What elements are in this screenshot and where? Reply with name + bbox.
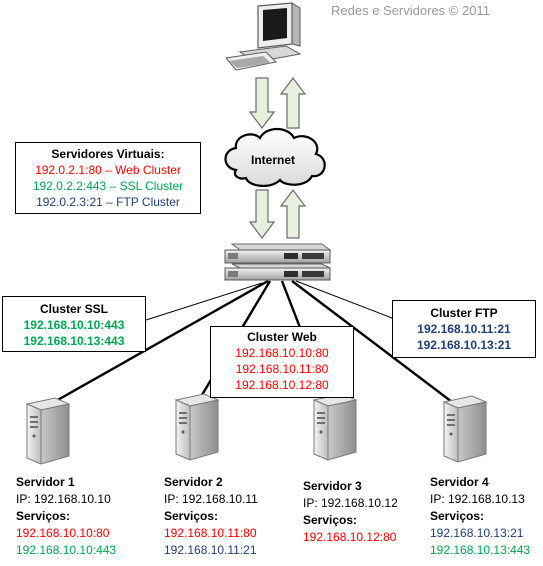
link-cluster-ssl (145, 282, 263, 321)
service-entry: 192.168.10.10:80 (16, 526, 110, 540)
cluster-web-ip: 192.168.10.12:80 (235, 378, 329, 392)
internet-cloud-icon (224, 127, 326, 187)
server-tower-icon (175, 393, 219, 461)
cluster-web-ip: 192.168.10.11:80 (235, 362, 329, 376)
service-entry: 192.168.10.12:80 (303, 530, 397, 544)
watermark-text: Redes e Servidores © 2011 (331, 3, 490, 18)
cluster-ssl-title: Cluster SSL (39, 302, 108, 316)
server-name: Servidor 2 (164, 475, 223, 489)
server-ip: IP: 192.168.10.10 (16, 492, 111, 506)
service-entry: 192.168.10.13:443 (430, 543, 531, 557)
cluster-ftp-ip: 192.168.10.11:21 (417, 322, 511, 336)
service-entry: 192.168.10.10:443 (16, 543, 117, 557)
server-4-info: Servidor 4 IP: 192.168.10.13 Serviços: 1… (430, 474, 530, 559)
cluster-ssl-ip: 192.168.10.13:443 (23, 334, 125, 348)
service-entry: 192.168.10.13:21 (430, 526, 524, 540)
arrow-up-icon (279, 189, 307, 239)
services-label: Serviços: (430, 509, 485, 523)
server-2-info: Servidor 2 IP: 192.168.10.11 Serviços: 1… (164, 474, 258, 559)
arrow-down-icon (248, 189, 276, 239)
services-label: Serviços: (303, 513, 358, 527)
cluster-web-box: Cluster Web 192.168.10.10:80 192.168.10.… (210, 326, 354, 398)
server-name: Servidor 1 (16, 475, 75, 489)
server-tower-icon (443, 395, 487, 463)
virtual-servers-title: Servidores Virtuais: (51, 147, 165, 161)
service-entry: 192.168.10.11:80 (164, 526, 257, 540)
server-3-info: Servidor 3 IP: 192.168.10.12 Serviços: 1… (303, 478, 398, 546)
link-server-1 (39, 279, 269, 412)
arrow-up-icon (279, 77, 307, 129)
cluster-ftp-box: Cluster FTP 192.168.10.11:21 192.168.10.… (392, 300, 536, 358)
server-ip: IP: 192.168.10.12 (303, 496, 398, 510)
cluster-lines (145, 280, 393, 321)
load-balancer-icon (224, 243, 332, 281)
cluster-ftp-ip: 192.168.10.13:21 (416, 338, 512, 352)
services-label: Serviços: (164, 509, 219, 523)
virtual-server-ftp: 192.0.2.3:21 – FTP Cluster (36, 195, 180, 209)
virtual-server-ssl: 192.0.2.2:443 – SSL Cluster (32, 179, 184, 193)
server-name: Servidor 3 (303, 479, 362, 493)
server-tower-icon (313, 393, 357, 461)
arrows-workstation-internet (248, 77, 307, 129)
arrows-internet-balancer (248, 189, 307, 239)
link-cluster-ftp (295, 280, 393, 319)
cluster-ftp-title: Cluster FTP (430, 306, 498, 320)
server-ip: IP: 192.168.10.11 (164, 492, 258, 506)
cluster-web-ip: 192.168.10.10:80 (235, 346, 329, 360)
cluster-ssl-ip: 192.168.10.10:443 (23, 318, 125, 332)
server-1-info: Servidor 1 IP: 192.168.10.10 Serviços: 1… (16, 474, 116, 559)
services-label: Serviços: (16, 509, 71, 523)
workstation-icon (225, 2, 302, 71)
service-entry: 192.168.10.11:21 (164, 543, 257, 557)
server-tower-icon (26, 397, 70, 465)
arrow-down-icon (248, 77, 276, 129)
internet-label: Internet (251, 153, 295, 167)
link-server-4 (291, 280, 461, 409)
cluster-web-title: Cluster Web (247, 330, 317, 344)
virtual-server-web: 192.0.2.1:80 – Web Cluster (35, 163, 181, 177)
cluster-ssl-box: Cluster SSL 192.168.10.10:443 192.168.10… (2, 296, 146, 352)
server-name: Servidor 4 (430, 475, 489, 489)
virtual-servers-box: Servidores Virtuais: 192.0.2.1:80 – Web … (15, 142, 201, 214)
server-ip: IP: 192.168.10.13 (430, 492, 525, 506)
